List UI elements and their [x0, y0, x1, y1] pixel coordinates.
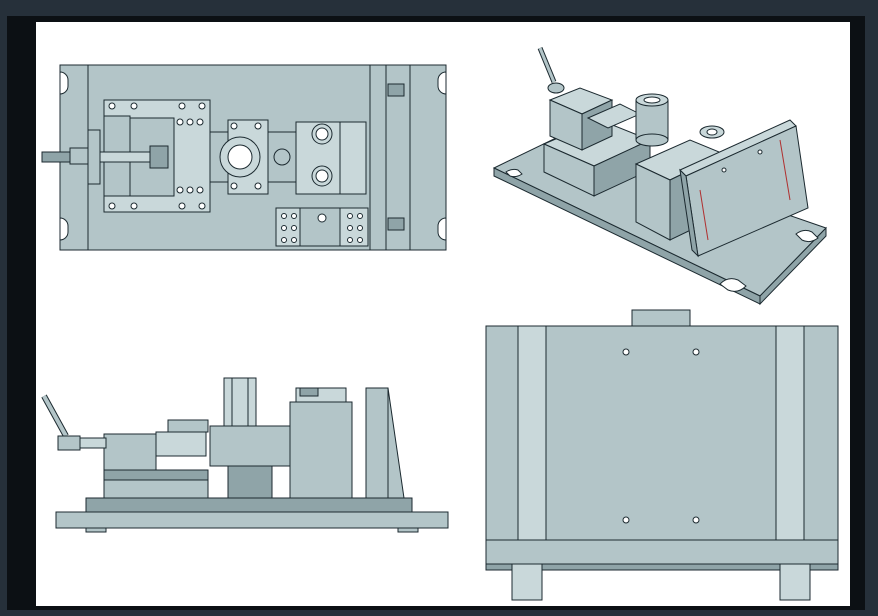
top-view-lower-bracket: [275, 207, 369, 247]
front-view-cylinder: [209, 377, 291, 499]
iso-cylinder: [635, 93, 669, 147]
side-view-body: [485, 309, 839, 541]
top-view-right-block: [295, 121, 367, 195]
front-view-right-block: [289, 387, 405, 499]
iso-clamp-handle: [537, 47, 565, 94]
top-view-center-block: [209, 119, 301, 195]
top-view-screw-handle: [41, 129, 169, 185]
iso-clamp-block: [542, 87, 652, 197]
front-view-handle: [41, 394, 107, 451]
front-view-clamp-block: [103, 419, 209, 499]
side-view-base: [485, 539, 839, 601]
iso-end-plate: [679, 119, 809, 258]
front-view-base-plate: [55, 497, 449, 533]
